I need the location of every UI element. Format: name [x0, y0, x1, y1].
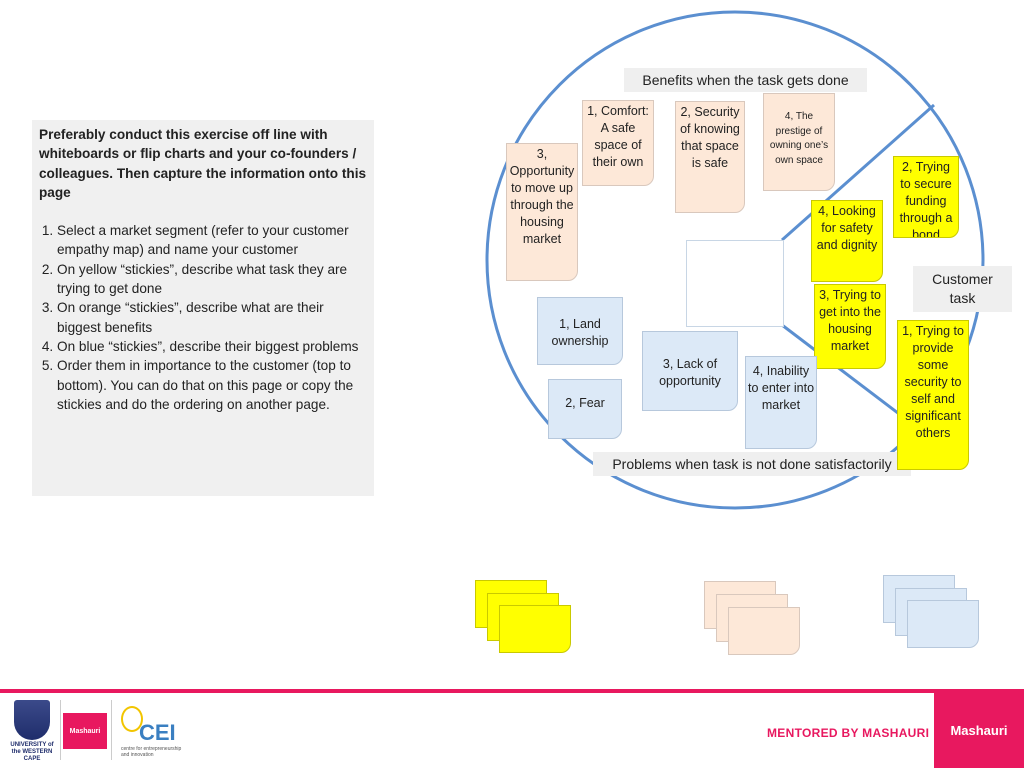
task-sticky[interactable]: 4, Looking for safety and dignity: [811, 200, 883, 282]
value-circle: [485, 10, 985, 510]
customer-task-label: Customer task: [913, 266, 1012, 312]
cei-logo: CEI centre for entrepreneurship and inno…: [113, 700, 185, 762]
benefit-sticky[interactable]: 3, Opportunity to move up through the ho…: [506, 143, 578, 281]
center-square: [686, 240, 784, 327]
mashauri-brand-block: Mashauri: [934, 693, 1024, 768]
problem-sticky[interactable]: 2, Fear: [548, 379, 622, 439]
problems-label: Problems when task is not done satisfact…: [593, 452, 911, 476]
benefit-sticky[interactable]: 2, Security of knowing that space is saf…: [675, 101, 745, 213]
task-sticky[interactable]: 2, Trying to secure funding through a bo…: [893, 156, 959, 238]
instruction-step: On blue “stickies”, describe their bigge…: [57, 337, 367, 356]
task-sticky[interactable]: 3, Trying to get into the housing market: [814, 284, 886, 369]
benefit-sticky[interactable]: 1, Comfort: A safe space of their own: [582, 100, 654, 186]
instructions-steps: Select a market segment (refer to your c…: [39, 221, 367, 414]
mentored-by-text: MENTORED BY MASHAURI: [767, 726, 930, 740]
footer-accent-line: [0, 689, 1024, 693]
blank-orange-sticky[interactable]: [728, 607, 800, 655]
problem-sticky[interactable]: 3, Lack of opportunity: [642, 331, 738, 411]
logo-separator: [111, 700, 112, 760]
benefits-label: Benefits when the task gets done: [624, 68, 867, 92]
blank-yellow-sticky[interactable]: [499, 605, 571, 653]
benefit-sticky[interactable]: 4, The prestige of owning one’s own spac…: [763, 93, 835, 191]
problem-sticky[interactable]: 4, Inability to enter into market: [745, 356, 817, 449]
logo-separator: [60, 700, 61, 760]
lightbulb-icon: [121, 706, 143, 732]
instruction-step: On yellow “stickies”, describe what task…: [57, 260, 367, 299]
divider-line-top: [781, 103, 935, 242]
blank-blue-sticky[interactable]: [907, 600, 979, 648]
mashauri-logo: Mashauri: [63, 713, 107, 749]
uwc-logo: UNIVERSITY of the WESTERN CAPE: [7, 700, 57, 762]
instruction-step: Order them in importance to the customer…: [57, 356, 367, 414]
task-sticky[interactable]: 1, Trying to provide some security to se…: [897, 320, 969, 470]
instructions-intro: Preferably conduct this exercise off lin…: [39, 127, 367, 200]
shield-icon: [14, 700, 50, 740]
problem-sticky[interactable]: 1, Land ownership: [537, 297, 623, 365]
footer: [0, 693, 1024, 768]
instructions-panel: Preferably conduct this exercise off lin…: [32, 120, 374, 496]
instruction-step: On orange “stickies”, describe what are …: [57, 298, 367, 337]
instruction-step: Select a market segment (refer to your c…: [57, 221, 367, 260]
